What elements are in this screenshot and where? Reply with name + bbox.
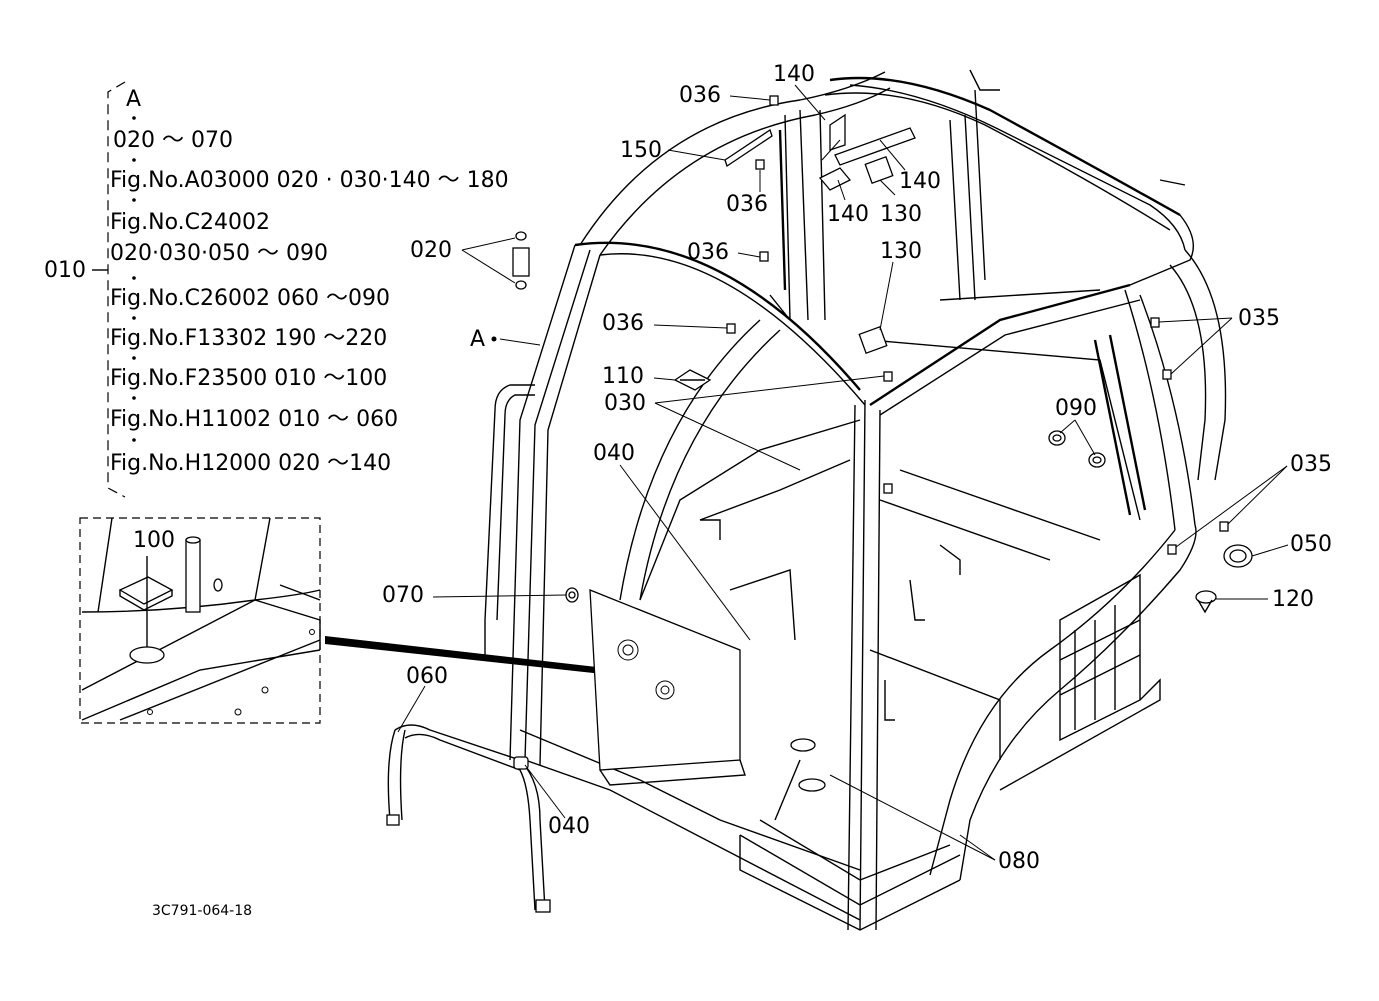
reference-list-item: Fig.No.C24002 bbox=[110, 210, 270, 235]
callout-036: 036 bbox=[687, 240, 729, 265]
callout-140: 140 bbox=[899, 169, 941, 194]
callout-010: 010 bbox=[44, 258, 86, 283]
callout-036: 036 bbox=[726, 192, 768, 217]
callout-040: 040 bbox=[548, 814, 590, 839]
callout-036: 036 bbox=[602, 311, 644, 336]
reference-list-item: Fig.No.H11002 010 ～ 060 bbox=[110, 407, 399, 432]
callout-036: 036 bbox=[679, 83, 721, 108]
reference-list-item: Fig.No.C26002 060 ～090 bbox=[110, 286, 390, 311]
callout-070: 070 bbox=[382, 583, 424, 608]
callout-050: 050 bbox=[1290, 532, 1332, 557]
small-parts bbox=[491, 95, 1253, 770]
reference-list-item: 020·030·050 ～ 090 bbox=[110, 241, 328, 266]
reference-list-item: Fig.No.F13302 190 ～220 bbox=[110, 326, 388, 351]
callout-090: 090 bbox=[1055, 396, 1097, 421]
inset-arrow bbox=[325, 636, 640, 678]
callout-140: 140 bbox=[827, 202, 869, 227]
reference-bracket bbox=[92, 81, 136, 498]
callout-130: 130 bbox=[880, 239, 922, 264]
callout-140: 140 bbox=[773, 62, 815, 87]
reference-list-item: 020 ～ 070 bbox=[113, 128, 233, 153]
leader-lines bbox=[397, 84, 1289, 861]
reference-list-header: A bbox=[126, 87, 142, 112]
callout-035: 035 bbox=[1238, 306, 1280, 331]
callout-150: 150 bbox=[620, 138, 662, 163]
callout-035: 035 bbox=[1290, 452, 1332, 477]
callout-040: 040 bbox=[593, 441, 635, 466]
callout-060: 060 bbox=[406, 664, 448, 689]
reference-list-item: Fig.No.A03000 020 · 030·140 ～ 180 bbox=[110, 168, 509, 193]
callout-030: 030 bbox=[604, 391, 646, 416]
callout-020: 020 bbox=[410, 238, 452, 263]
callout-a: A bbox=[470, 327, 486, 352]
cab-frame bbox=[386, 69, 1227, 931]
callout-100: 100 bbox=[133, 528, 175, 553]
callout-110: 110 bbox=[602, 364, 644, 389]
drawing-id: 3C791-064-18 bbox=[152, 903, 253, 919]
reference-list-item: Fig.No.H12000 020 ～140 bbox=[110, 451, 392, 476]
callout-120: 120 bbox=[1272, 587, 1314, 612]
callout-080: 080 bbox=[998, 849, 1040, 874]
inset-detail bbox=[79, 517, 321, 724]
callout-130: 130 bbox=[880, 202, 922, 227]
reference-list-item: Fig.No.F23500 010 ～100 bbox=[110, 366, 388, 391]
